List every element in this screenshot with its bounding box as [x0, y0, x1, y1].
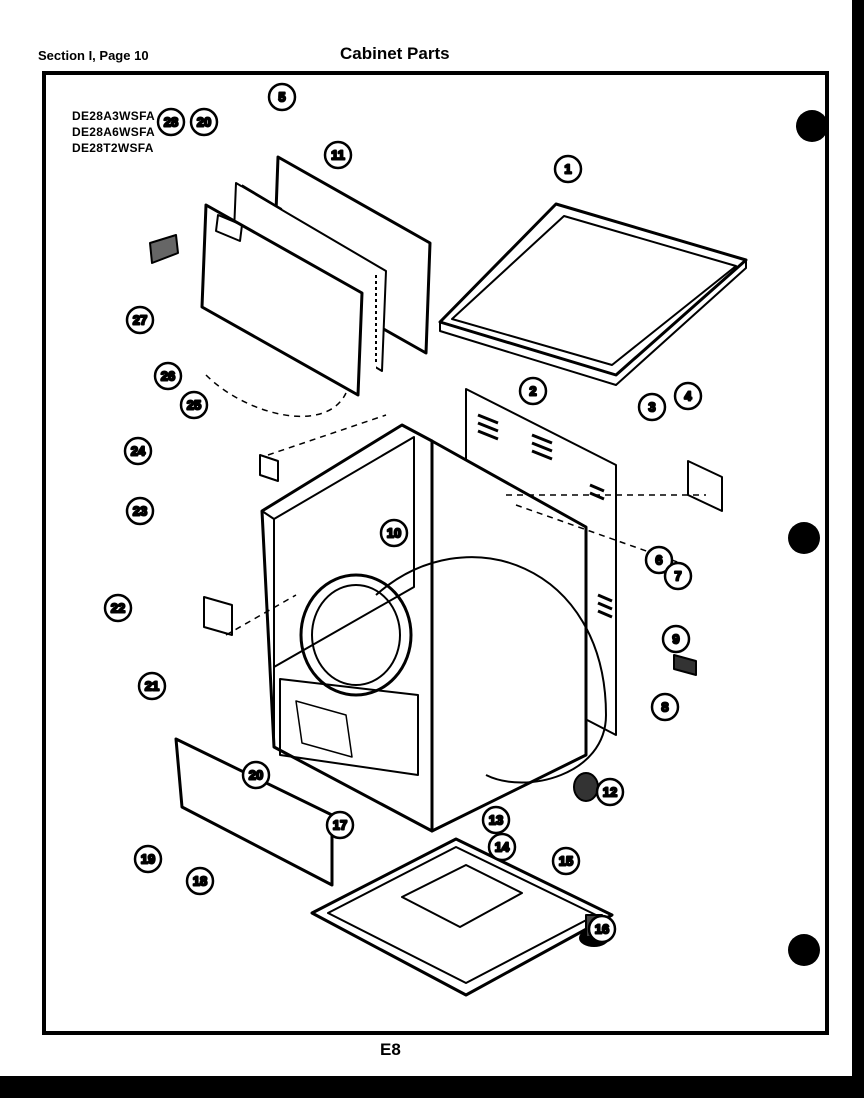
svg-text:16: 16	[595, 922, 609, 937]
leader-lines	[205, 374, 706, 636]
svg-text:1: 1	[564, 162, 571, 177]
svg-text:8: 8	[661, 700, 668, 715]
svg-text:28: 28	[164, 115, 178, 130]
callout-20-top: 20	[189, 107, 219, 137]
svg-text:7: 7	[674, 569, 681, 584]
callout-13: 13	[481, 805, 511, 835]
svg-text:20: 20	[249, 768, 263, 783]
svg-text:27: 27	[133, 313, 147, 328]
callout-19: 19	[133, 844, 163, 874]
callout-26: 26	[153, 361, 183, 391]
cabinet-body	[260, 423, 607, 833]
callout-25: 25	[179, 390, 209, 420]
page-code: E8	[380, 1040, 401, 1059]
svg-text:19: 19	[141, 852, 155, 867]
exploded-parts-diagram: 1 2 3 4 5 6 7 8 9 10 11 12 13 14 15 16 1…	[103, 82, 748, 997]
svg-text:5: 5	[278, 90, 285, 105]
svg-text:2: 2	[529, 384, 536, 399]
binder-hole	[796, 110, 828, 142]
callout-24: 24	[123, 436, 153, 466]
svg-text:26: 26	[161, 369, 175, 384]
callout-5: 5	[267, 82, 297, 112]
svg-text:6: 6	[655, 553, 662, 568]
model-number: DE28A3WSFA	[72, 109, 156, 123]
model-number: DE28T2WSFA	[72, 141, 154, 155]
callout-12: 12	[595, 777, 625, 807]
callout-4: 4	[673, 381, 703, 411]
scan-edge-right	[852, 0, 864, 1098]
binder-hole	[788, 934, 820, 966]
model-list: DE28A3WSFA DE28A6WSFA DE28T2WSFA	[72, 108, 155, 156]
scan-edge-bottom	[0, 1076, 864, 1098]
section-page-label: Section I, Page 10	[38, 48, 149, 63]
callout-3: 3	[637, 392, 667, 422]
svg-text:14: 14	[495, 840, 510, 855]
callout-1: 1	[553, 154, 583, 184]
callout-17: 17	[325, 810, 355, 840]
diagram-frame	[42, 71, 829, 1035]
svg-text:20: 20	[197, 115, 211, 130]
svg-text:11: 11	[331, 148, 345, 163]
svg-text:15: 15	[559, 854, 573, 869]
page-title: Cabinet Parts	[340, 44, 450, 63]
svg-text:18: 18	[193, 874, 207, 889]
callout-18: 18	[185, 866, 215, 896]
callout-10: 10	[379, 518, 409, 548]
svg-text:9: 9	[672, 632, 679, 647]
callout-7: 7	[663, 561, 693, 591]
callout-11: 11	[323, 140, 353, 170]
callout-27: 27	[125, 305, 155, 335]
svg-text:3: 3	[648, 400, 655, 415]
svg-text:23: 23	[133, 504, 147, 519]
svg-text:21: 21	[145, 679, 159, 694]
callout-22: 22	[103, 593, 133, 623]
svg-text:4: 4	[684, 389, 692, 404]
callout-6: 6	[644, 545, 674, 575]
binder-hole	[788, 522, 820, 554]
model-number: DE28A6WSFA	[72, 125, 156, 139]
svg-text:17: 17	[333, 818, 347, 833]
callout-20: 20	[241, 760, 271, 790]
callout-8: 8	[650, 692, 680, 722]
callout-23: 23	[125, 496, 155, 526]
svg-text:25: 25	[187, 398, 201, 413]
door-assembly	[149, 155, 432, 397]
svg-text:22: 22	[111, 601, 125, 616]
top-panel	[438, 202, 748, 386]
callout-2: 2	[518, 376, 548, 406]
svg-text:10: 10	[387, 526, 401, 541]
callout-14: 14	[487, 832, 517, 862]
svg-text:12: 12	[603, 785, 617, 800]
toe-kick-panel	[174, 737, 334, 887]
callout-28: 28	[156, 107, 186, 137]
callout-15: 15	[551, 846, 581, 876]
callout-16: 16	[587, 914, 617, 944]
callout-21: 21	[137, 671, 167, 701]
svg-text:24: 24	[131, 444, 146, 459]
svg-text:13: 13	[489, 813, 503, 828]
callout-9: 9	[661, 624, 691, 654]
